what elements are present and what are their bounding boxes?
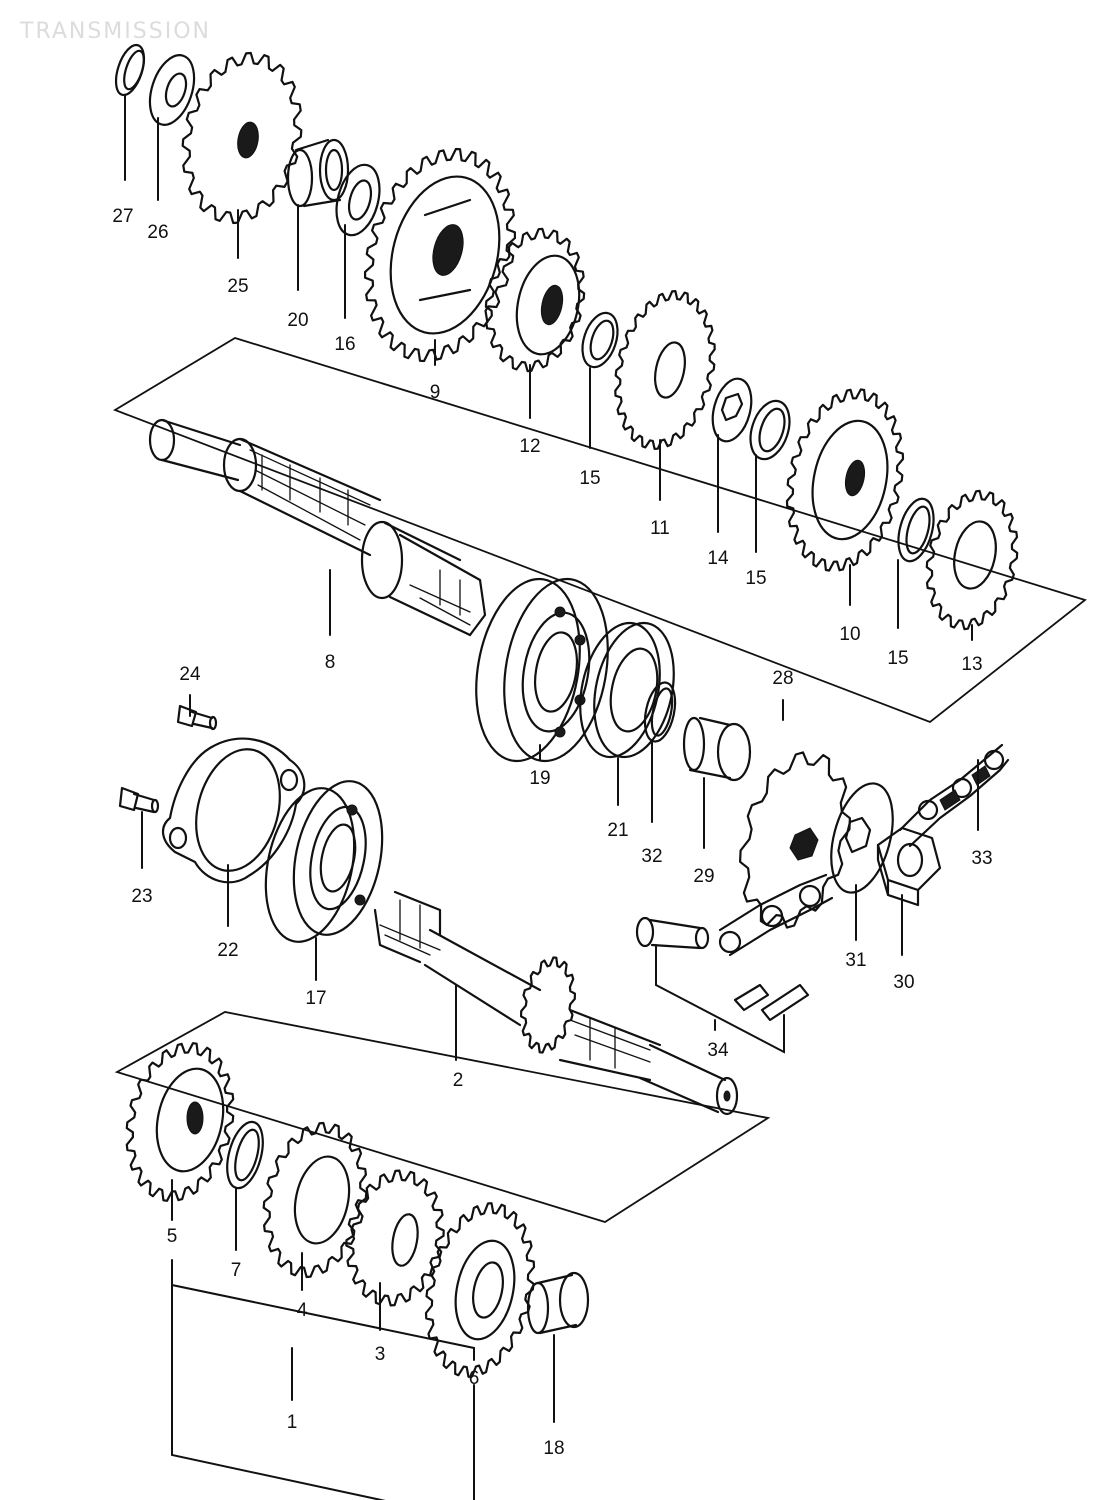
label-33: 33 <box>971 848 992 869</box>
label-24: 24 <box>179 664 201 685</box>
part-29-spacer <box>682 716 752 782</box>
label-19: 19 <box>529 768 550 789</box>
part-22-retainer <box>162 737 306 884</box>
part-25-gear <box>181 51 303 225</box>
diagram-title: TRANSMISSION <box>19 19 211 44</box>
part-8-countershaft <box>148 418 487 637</box>
part-14-washer <box>711 377 753 443</box>
part-18-bush <box>526 1271 590 1335</box>
part-3-gear <box>345 1169 445 1307</box>
part-10-gear <box>785 388 905 572</box>
label-6: 6 <box>469 1368 480 1389</box>
part-32-o-ring <box>643 681 677 743</box>
part-15-circlip-3 <box>897 497 935 563</box>
part-7-circlip <box>226 1120 264 1190</box>
label-30: 30 <box>893 972 914 993</box>
label-32: 32 <box>641 846 662 867</box>
part-11-gear <box>614 290 716 450</box>
part-24-screw <box>176 704 218 731</box>
label-5: 5 <box>167 1226 178 1247</box>
label-23: 23 <box>131 886 152 907</box>
countershaft-frame <box>112 337 1087 724</box>
part-28-sprocket <box>739 751 851 929</box>
label-11: 11 <box>650 518 670 539</box>
part-12-gear <box>484 227 586 373</box>
part-9-gear <box>364 147 516 363</box>
label-26: 26 <box>147 222 168 243</box>
label-3: 3 <box>375 1344 386 1365</box>
part-33-chain <box>898 743 1010 848</box>
label-7: 7 <box>231 1260 242 1281</box>
part-26-washer <box>148 54 196 126</box>
label-18: 18 <box>543 1438 564 1459</box>
label-15: 15 <box>579 468 600 489</box>
label-1: 1 <box>287 1412 298 1433</box>
label-14: 14 <box>707 548 729 569</box>
label-28: 28 <box>772 668 793 689</box>
label-27: 27 <box>112 206 133 227</box>
label-29: 29 <box>693 866 714 887</box>
label-13: 13 <box>961 654 982 675</box>
label-9: 9 <box>430 382 441 403</box>
part-5-gear <box>125 1042 235 1202</box>
part-15-circlip-2 <box>749 399 791 461</box>
part-4-gear <box>262 1121 368 1279</box>
label-8: 8 <box>325 652 336 673</box>
label-34: 34 <box>707 1040 729 1061</box>
driveshaft-frame <box>114 1011 771 1223</box>
label-2: 2 <box>453 1070 464 1091</box>
label-4: 4 <box>297 1300 308 1321</box>
label-16: 16 <box>334 334 355 355</box>
part-labels: 27 26 25 20 16 9 12 15 11 14 15 10 15 13… <box>112 206 992 1459</box>
label-25: 25 <box>227 276 248 297</box>
label-20: 20 <box>287 310 308 331</box>
part-34-chain-joint <box>635 873 834 1022</box>
part-2-driveshaft <box>373 890 739 1116</box>
part-23-bolt <box>118 786 160 814</box>
part-30-nut <box>876 826 942 907</box>
part-20-bush <box>286 138 350 208</box>
label-21: 21 <box>607 820 628 841</box>
label-17: 17 <box>305 988 326 1009</box>
part-27-circlip <box>114 43 146 97</box>
label-22: 22 <box>217 940 238 961</box>
part-6-gear <box>424 1202 536 1378</box>
part-15-circlip <box>581 311 619 369</box>
label-31: 31 <box>845 950 866 971</box>
part-31-lock-washer <box>830 782 894 894</box>
label-15-2: 15 <box>745 568 766 589</box>
part-13-gear <box>925 489 1019 631</box>
leader-lines <box>124 94 979 1500</box>
label-10: 10 <box>839 624 860 645</box>
part-19-bearing <box>475 577 609 763</box>
label-12: 12 <box>519 436 540 457</box>
part-17-bearing <box>264 780 384 943</box>
part-16-washer <box>335 163 381 237</box>
label-15-3: 15 <box>887 648 908 669</box>
